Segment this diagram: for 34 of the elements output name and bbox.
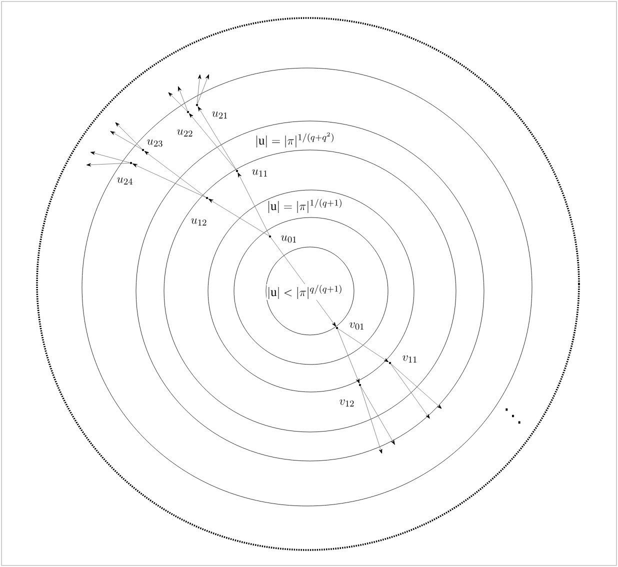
arrow <box>168 92 188 112</box>
point-label: $v_{11}$ <box>402 355 416 362</box>
point-label: $u_{22}$ <box>177 129 192 136</box>
arrow <box>360 386 382 454</box>
arrow <box>86 162 130 166</box>
arrow <box>196 74 202 104</box>
point-label: $u_{12}$ <box>191 218 206 226</box>
arrow <box>337 328 360 384</box>
arrow <box>90 152 130 163</box>
arrow <box>208 198 270 236</box>
arrow <box>198 106 237 170</box>
formula-label: $|\mathrm{u}|=|\pi|^{1/(q+1)}$ <box>268 198 342 214</box>
formula-label: $|\mathrm{u}|=|\pi|^{1/(q+q^2)}$ <box>256 132 334 148</box>
arrow <box>390 364 430 419</box>
arrow <box>115 122 142 150</box>
point-label: $u_{11}$ <box>252 169 267 176</box>
point-label: $u_{23}$ <box>147 139 162 147</box>
arrow <box>178 86 188 111</box>
ellipsis: ⋱ <box>506 408 520 424</box>
point-label: $u_{21}$ <box>212 111 227 118</box>
formula-label: $|\mathrm{u}|<|\pi|^{q/(q+1)}$ <box>266 284 344 300</box>
point-label: $v_{01}$ <box>350 322 364 330</box>
point-label: $v_{12}$ <box>340 399 354 406</box>
arrow <box>132 164 206 198</box>
arrow <box>390 364 442 409</box>
arrow <box>189 113 236 170</box>
arrow <box>110 131 142 150</box>
point-label: $u_{01}$ <box>281 235 296 243</box>
arrow <box>144 150 206 198</box>
arrow <box>338 328 389 362</box>
arrow <box>238 172 270 236</box>
arrow <box>360 386 395 445</box>
point-label: $u_{24}$ <box>117 177 132 184</box>
arrow <box>197 74 209 104</box>
